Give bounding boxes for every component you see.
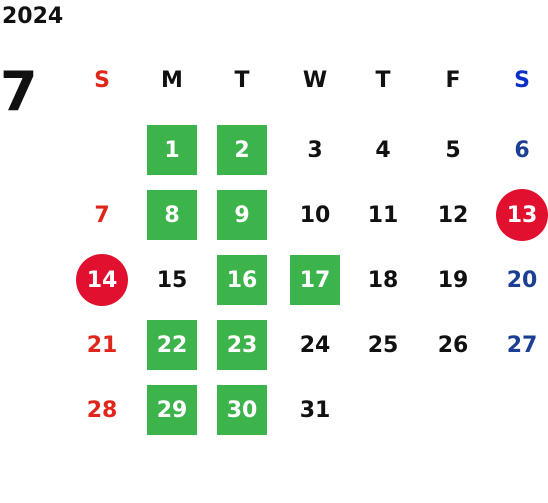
weekday-header: F <box>445 67 461 93</box>
month-number: 7 <box>0 60 38 123</box>
calendar-day: 12 <box>437 202 469 228</box>
weekday-header: T <box>375 67 391 93</box>
calendar-day: 20 <box>506 267 538 293</box>
calendar-day: 31 <box>299 397 331 423</box>
calendar-day: 14 <box>76 254 128 306</box>
calendar-day: 28 <box>86 397 118 423</box>
calendar-day: 15 <box>156 267 188 293</box>
calendar-day: 5 <box>445 137 461 163</box>
calendar-day: 26 <box>437 332 469 358</box>
calendar-day: 9 <box>217 190 267 240</box>
calendar-day: 27 <box>506 332 538 358</box>
weekday-header: S <box>94 67 110 93</box>
calendar-day: 13 <box>496 189 548 241</box>
calendar-day: 8 <box>147 190 197 240</box>
calendar-day: 17 <box>290 255 340 305</box>
calendar-day: 2 <box>217 125 267 175</box>
calendar-day: 3 <box>307 137 323 163</box>
calendar-day: 11 <box>367 202 399 228</box>
calendar-day: 29 <box>147 385 197 435</box>
year-label: 2024 <box>2 4 64 29</box>
calendar-day: 18 <box>367 267 399 293</box>
weekday-header: T <box>234 67 250 93</box>
calendar-day: 23 <box>217 320 267 370</box>
calendar-day: 24 <box>299 332 331 358</box>
weekday-header: S <box>514 67 530 93</box>
weekday-header: M <box>161 67 183 93</box>
calendar-day: 6 <box>514 137 530 163</box>
calendar-day: 30 <box>217 385 267 435</box>
calendar-day: 16 <box>217 255 267 305</box>
calendar-day: 4 <box>375 137 391 163</box>
calendar-day: 25 <box>367 332 399 358</box>
calendar-day: 10 <box>299 202 331 228</box>
calendar-day: 7 <box>94 202 110 228</box>
weekday-header: W <box>302 67 328 93</box>
calendar-day: 21 <box>86 332 118 358</box>
calendar-day: 1 <box>147 125 197 175</box>
calendar-day: 19 <box>437 267 469 293</box>
calendar-day: 22 <box>147 320 197 370</box>
